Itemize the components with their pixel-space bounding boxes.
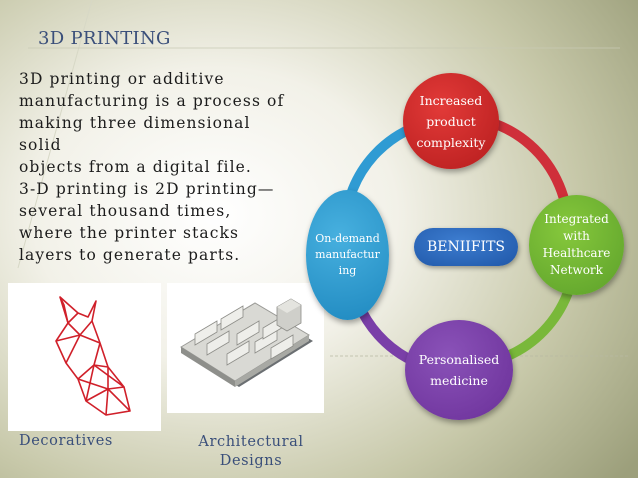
wireframe-head-icon bbox=[55, 296, 131, 416]
building-model-icon bbox=[180, 298, 313, 387]
benefit-personalised-medicine: Personalised medicine bbox=[405, 320, 513, 420]
slide-title: 3D PRINTING bbox=[38, 28, 171, 49]
benefit-increased-complexity: Increased product complexity bbox=[403, 73, 499, 169]
architectural-caption: Architectural Designs bbox=[198, 434, 304, 469]
benefit-healthcare-network: Integrated with Healthcare Network bbox=[529, 195, 624, 295]
decoratives-image bbox=[8, 283, 161, 431]
benefit-on-demand-manufacturing: On-demand manufactur ing bbox=[306, 190, 389, 320]
benefit-label: On-demand manufactur ing bbox=[315, 232, 380, 277]
architectural-image bbox=[167, 283, 324, 413]
benefit-label: Integrated with Healthcare Network bbox=[542, 212, 611, 277]
definition-paragraph: 3D printing or additive manufacturing is… bbox=[19, 70, 285, 176]
benefit-label: Personalised medicine bbox=[418, 352, 500, 388]
benefit-label: Increased product complexity bbox=[416, 92, 486, 150]
benefits-center-label: BENIIFITS bbox=[414, 228, 518, 266]
explanation-paragraph: 3-D printing is 2D printing— several tho… bbox=[19, 180, 275, 264]
decoratives-caption: Decoratives bbox=[19, 433, 113, 449]
